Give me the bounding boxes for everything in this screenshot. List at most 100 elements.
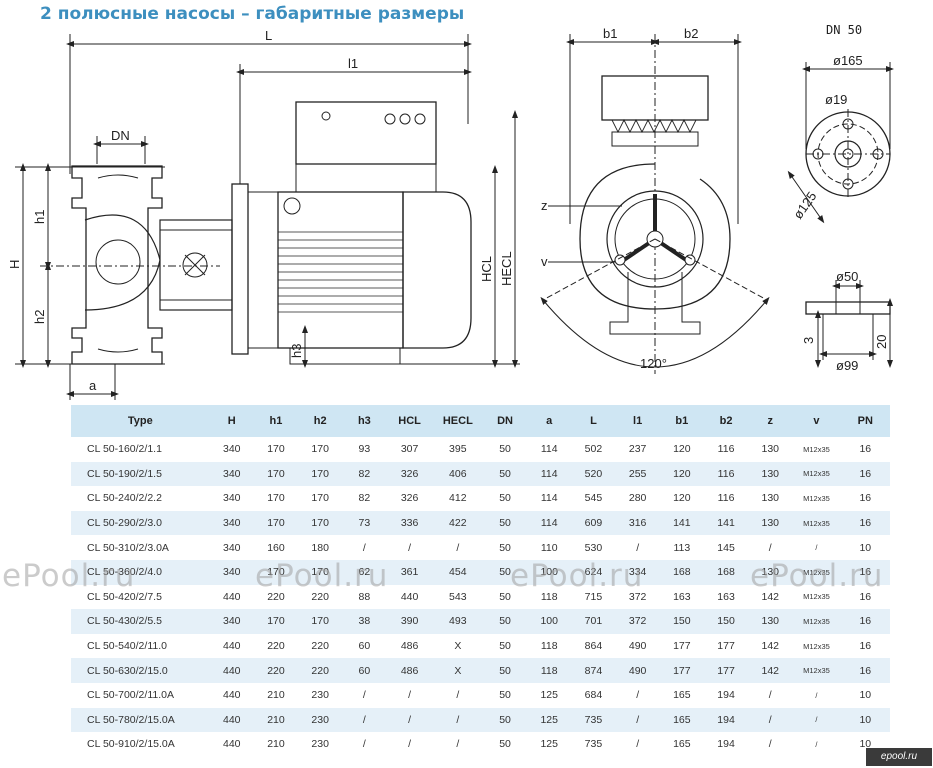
table-cell: 100 [527,559,572,585]
table-cell: 220 [298,658,343,683]
table-cell: 142 [748,584,793,610]
table-cell: 170 [253,486,299,511]
header-cell: HCL [386,405,433,437]
table-cell: 390 [386,609,433,634]
table-cell: 406 [432,461,483,487]
table-cell: 141 [659,510,704,536]
table-cell: 210 [253,682,299,708]
table-cell: 113 [659,535,704,560]
page-title: 2 полюсные насосы – габаритные размеры [40,4,465,24]
header-cell: HECL [432,405,483,437]
table-cell: 150 [703,609,749,634]
table-cell: / [342,535,387,560]
table-cell: 60 [342,658,387,683]
dim-label-d50: ø50 [836,269,858,284]
table-cell: 50 [482,633,528,659]
table-cell: 50 [482,584,528,610]
dimension-drawing: L l1 DN h1 H h2 h3 a HCL HECL b1 b2 z v … [0,24,933,400]
table-cell: 326 [386,461,433,487]
table-cell: / [748,682,793,708]
dim-label-DN: DN [111,128,130,143]
table-cell: / [432,707,483,733]
table-cell: 118 [527,633,572,659]
table-cell: CL 50-240/2/2.2 [71,486,210,511]
table-cell: 340 [209,609,254,634]
dim-label-angle: 120° [640,356,667,371]
table-cell: / [748,535,793,560]
table-cell: CL 50-160/2/1.1 [71,437,210,462]
table-cell: 38 [342,609,387,634]
table-cell: 120 [659,437,704,462]
header-cell: PN [840,405,890,437]
table-cell: 486 [386,633,433,659]
dim-label-20: 20 [874,335,889,349]
table-cell: 440 [209,584,254,610]
table-cell: 170 [253,461,299,487]
table-cell: 130 [748,510,793,536]
table-cell: 145 [703,535,749,560]
table-cell: 16 [840,559,890,585]
table-cell: 422 [432,510,483,536]
table-cell: 16 [840,461,890,487]
table-cell: 170 [298,510,343,536]
table-cell: 170 [253,437,299,462]
table-cell: 130 [748,486,793,511]
table-cell: X [432,658,483,683]
table-cell: 130 [748,609,793,634]
table-cell: 50 [482,732,528,757]
table-cell: 118 [527,584,572,610]
table-cell: 114 [527,437,572,462]
table-cell: 440 [386,584,433,610]
table-cell: 340 [209,559,254,585]
table-cell: 10 [840,682,890,708]
table-cell: 255 [615,461,660,487]
table-cell: / [386,707,433,733]
table-cell: 440 [209,658,254,683]
table-cell: 194 [703,732,749,757]
table-cell: 16 [840,609,890,634]
table-cell: 170 [253,510,299,536]
table-cell: 93 [342,437,387,462]
table-cell: / [386,682,433,708]
table-cell: 490 [615,658,660,683]
table-cell: M12x35 [792,461,841,487]
table-cell: 165 [659,707,704,733]
table-cell: 177 [703,658,749,683]
table-cell: CL 50-290/2/3.0 [71,510,210,536]
header-cell: H [209,405,254,437]
table-cell: M12x35 [792,658,841,683]
table-cell: 326 [386,486,433,511]
table-cell: / [615,732,660,757]
table-cell: M12x35 [792,559,841,585]
table-cell: 141 [703,510,749,536]
dim-label-H: H [7,260,22,269]
table-cell: 372 [615,609,660,634]
dim-label-l1: l1 [348,56,358,71]
table-cell: 412 [432,486,483,511]
header-cell: h3 [342,405,387,437]
table-cell: 163 [659,584,704,610]
table-cell: / [792,682,841,708]
table-cell: 543 [432,584,483,610]
table-cell: 170 [298,486,343,511]
table-cell: 220 [298,633,343,659]
table-cell: 334 [615,559,660,585]
table-cell: 177 [659,658,704,683]
table-cell: 520 [571,461,616,487]
table-cell: 116 [703,461,749,487]
table-cell: 194 [703,707,749,733]
table-cell: CL 50-540/2/11.0 [71,633,210,659]
table-cell: / [432,535,483,560]
flange-title: DN 50 [826,24,862,37]
header-cell: h2 [298,405,343,437]
table-cell: 16 [840,584,890,610]
table-cell: 220 [253,584,299,610]
dim-label-v: v [541,254,548,269]
table-cell: 530 [571,535,616,560]
table-cell: 177 [659,633,704,659]
header-cell: L [571,405,616,437]
table-cell: 120 [659,486,704,511]
table-cell: 150 [659,609,704,634]
